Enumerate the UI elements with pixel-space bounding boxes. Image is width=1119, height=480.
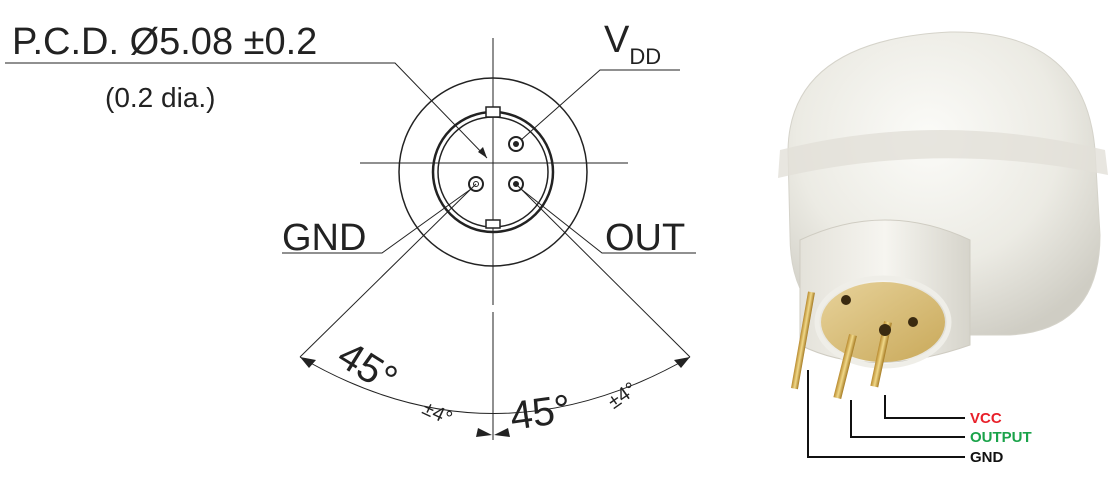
arc-arrow-mid-right (494, 428, 510, 437)
output-pin-label: OUTPUT (970, 429, 1032, 446)
arc-arrow-left (300, 357, 316, 368)
vdd-leader-line (520, 69, 680, 141)
pcd-leader-arrow (478, 147, 487, 158)
gnd-leader-line (282, 188, 472, 254)
top-key-notch (485, 106, 501, 118)
out-leader-line (520, 188, 696, 254)
vdd-label: VDD (604, 19, 661, 69)
output-pin (833, 334, 857, 400)
gnd-pin-label: GND (970, 449, 1004, 466)
gnd-wire (807, 370, 965, 458)
sensor-photo (778, 31, 1108, 458)
vcc-pin-label: VCC (970, 410, 1002, 427)
header-rim (814, 275, 952, 369)
pin-base-2 (879, 324, 891, 336)
left-angle-line (299, 183, 477, 358)
out-label: OUT (605, 217, 685, 259)
vcc-pin (870, 321, 892, 388)
vcc-wire (884, 395, 965, 419)
pin-base-1 (841, 295, 851, 305)
pin-base-3 (908, 317, 918, 327)
angle-left-label: 45° (330, 333, 405, 402)
angle-dimension-arc (299, 356, 691, 414)
right-angle-line (515, 183, 691, 358)
bottom-key-notch (485, 219, 501, 229)
pcd-note: (0.2 dia.) (105, 82, 216, 113)
pcd-leader-line (5, 62, 488, 159)
pcd-label: P.C.D. Ø5.08 ±0.2 (12, 21, 317, 63)
technical-drawing (5, 38, 696, 440)
dome-flange-band (778, 130, 1108, 178)
arc-arrow-right (674, 357, 690, 368)
angle-left-tolerance: ±4° (419, 397, 456, 430)
gnd-pin-hole (468, 176, 484, 192)
vdd-pin-hole (508, 136, 524, 152)
angle-right-label: 45° (507, 387, 573, 439)
output-wire (850, 400, 965, 438)
arc-arrow-mid-left (476, 428, 492, 437)
outer-flange-circle (398, 77, 588, 267)
gnd-pin (791, 291, 815, 390)
gnd-label: GND (282, 217, 366, 259)
